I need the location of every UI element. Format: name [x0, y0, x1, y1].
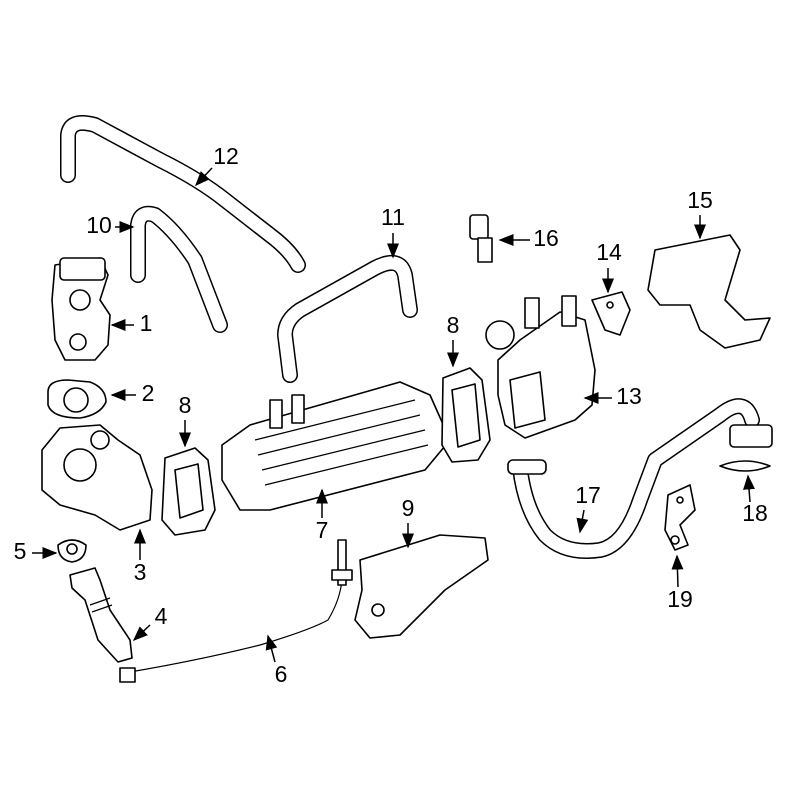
callout-8-right: 8: [447, 312, 460, 338]
part-8-gasket-left: [161, 447, 216, 536]
part-15-bracket: [647, 234, 771, 349]
part-8-gasket-right: [441, 367, 491, 463]
callout-6: 6: [275, 661, 288, 687]
callout-7: 7: [316, 517, 329, 543]
part-12-hose: [60, 115, 306, 273]
leader-lines: [32, 167, 756, 663]
part-13-valve-housing: [485, 295, 596, 439]
callout-3: 3: [134, 559, 147, 585]
callout-2: 2: [142, 380, 155, 406]
callout-5: 5: [14, 538, 27, 564]
callout-14: 14: [596, 239, 622, 265]
callout-15: 15: [687, 187, 713, 213]
callout-12: 12: [213, 143, 239, 169]
callout-17: 17: [575, 482, 601, 508]
part-4-pipe: [69, 567, 133, 663]
part-9-heat-shield: [354, 534, 489, 639]
part-19-bracket: [664, 484, 696, 551]
part-18-gasket: [719, 460, 771, 472]
part-11-hose: [277, 254, 418, 383]
part-1-egr-valve: [51, 257, 111, 361]
part-17-pipe: [507, 398, 773, 559]
part-14-bracket: [591, 291, 631, 336]
callout-18: 18: [742, 500, 768, 526]
callout-13: 13: [616, 383, 642, 409]
callout-11: 11: [381, 204, 405, 230]
part-7-egr-cooler: [221, 381, 451, 511]
callout-19: 19: [667, 586, 693, 612]
part-16-sensor: [469, 214, 493, 263]
callout-16: 16: [533, 225, 559, 251]
callout-8-left: 8: [179, 392, 192, 418]
callout-10: 10: [86, 212, 112, 238]
part-3-housing: [41, 424, 153, 531]
callout-1: 1: [140, 310, 153, 336]
callout-4: 4: [155, 603, 168, 629]
part-5-gasket: [57, 539, 87, 563]
callout-9: 9: [402, 495, 415, 521]
part-6-sensor: [119, 539, 353, 683]
part-10-hose: [130, 205, 228, 333]
part-2-gasket: [47, 379, 107, 419]
